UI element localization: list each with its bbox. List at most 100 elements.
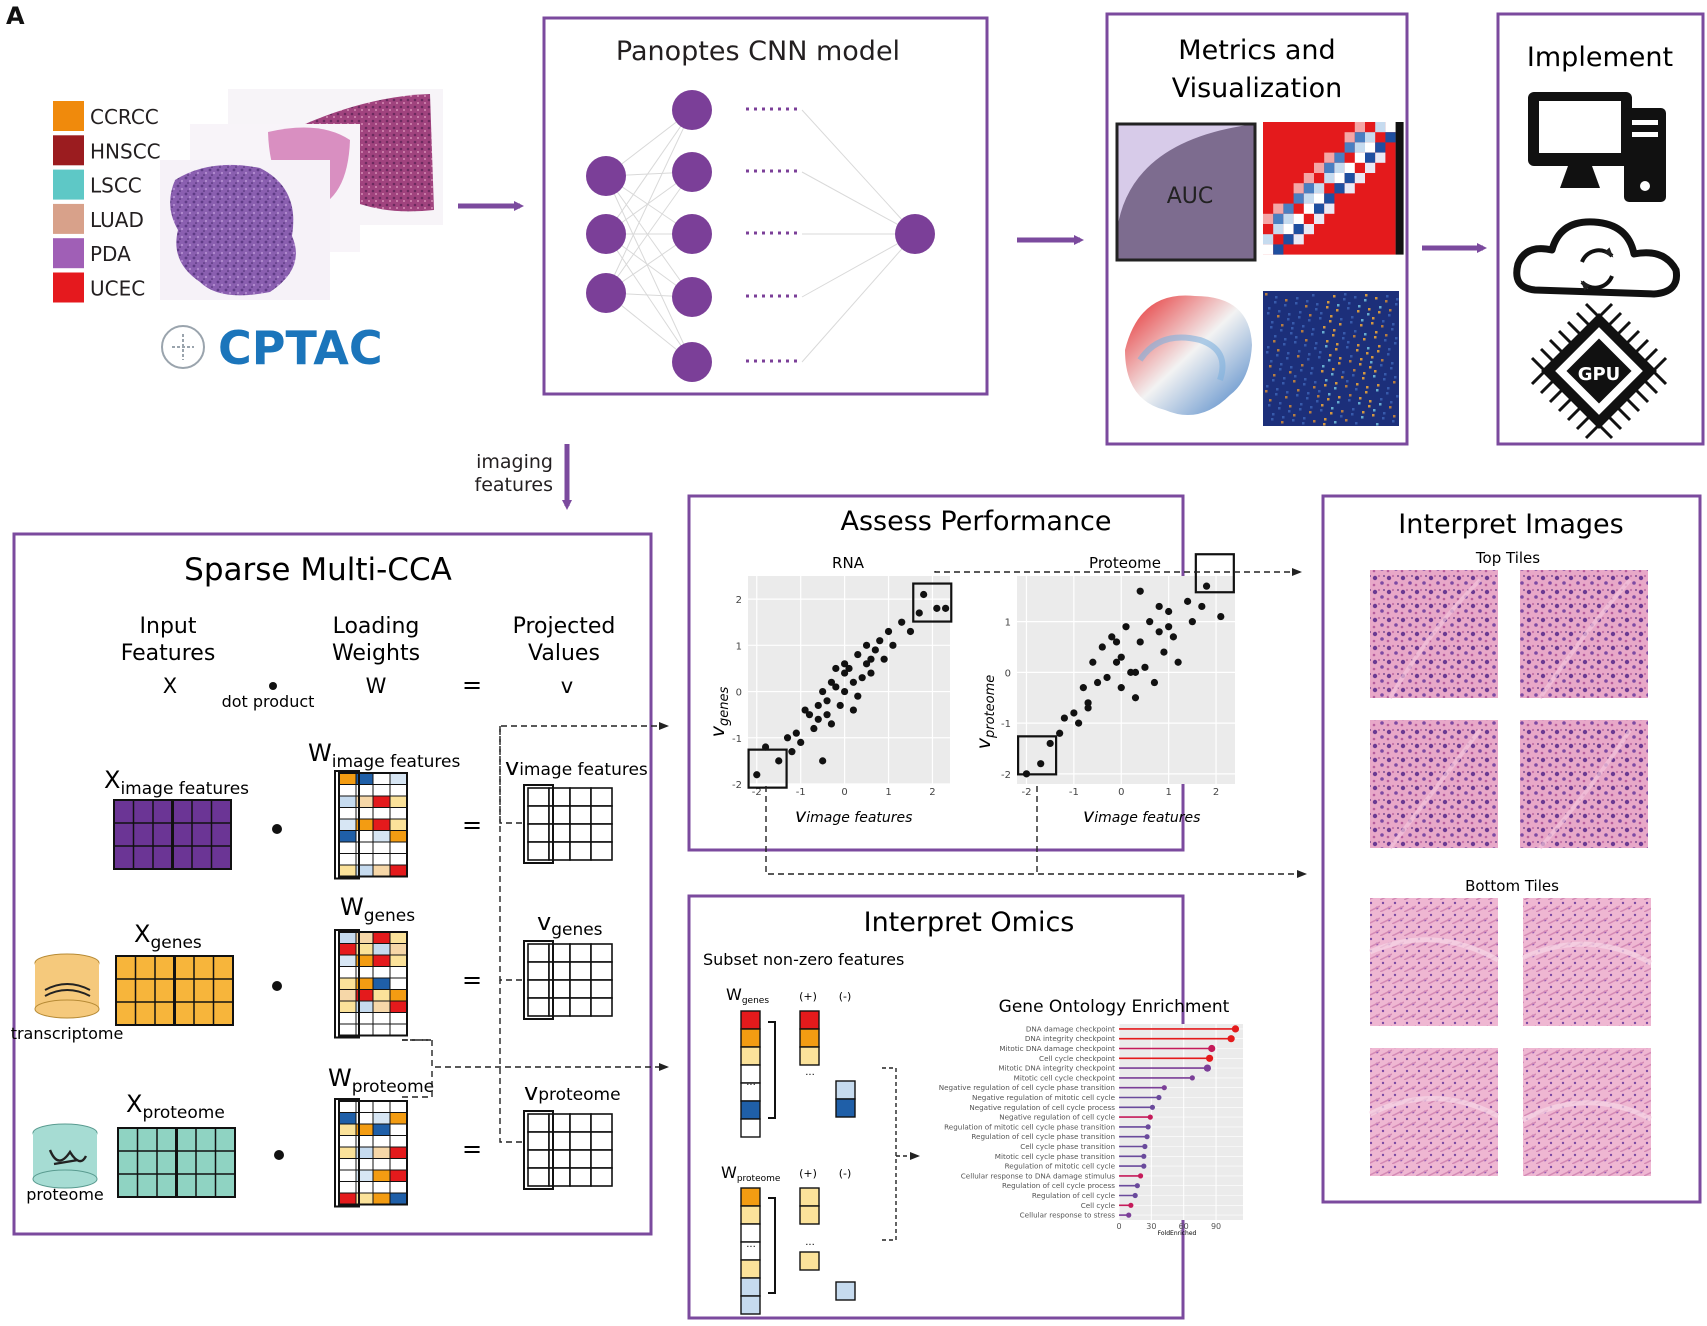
gpu-pin <box>1530 370 1546 386</box>
w-genes-cell <box>740 1010 761 1030</box>
attention-speck <box>1283 343 1286 346</box>
attention-speck <box>1271 418 1274 421</box>
w-proteome-matrix-cell <box>372 1192 391 1205</box>
heatmap-cell <box>1293 193 1304 204</box>
w-image-matrix-cell <box>338 784 357 797</box>
w-image-matrix-highlight <box>334 770 360 880</box>
attention-speck <box>1385 334 1388 337</box>
attention-speck <box>1295 336 1298 339</box>
data-point <box>1131 694 1140 702</box>
data-point <box>1217 612 1225 621</box>
w-genes-matrix-cell <box>389 977 408 990</box>
tile-stroma <box>1521 1100 1653 1123</box>
data-point <box>1155 628 1163 636</box>
go-category-label: Regulation of mitotic cell cycle phase t… <box>944 1122 1115 1131</box>
go-category-label: Negative regulation of cell cycle <box>999 1113 1115 1122</box>
data-point <box>889 641 897 649</box>
w-genes-omics-label: Wgenes <box>726 985 769 1006</box>
heatmap-cell <box>1314 193 1325 204</box>
w-image-matrix-cell <box>389 807 408 820</box>
heatmap-cell <box>1334 152 1345 163</box>
tile-stroma <box>1368 1096 1500 1119</box>
w-proteome-matrix-highlight <box>334 1098 360 1208</box>
attention-speck <box>1337 304 1340 307</box>
v-proteome-label: vproteome <box>524 1078 621 1106</box>
attention-speck <box>1391 362 1394 365</box>
w-image-matrix-cell <box>372 841 391 854</box>
attention-speck <box>1342 337 1345 340</box>
heatmap-cell <box>1354 173 1365 184</box>
attention-speck <box>1371 356 1374 359</box>
attention-speck <box>1386 392 1389 395</box>
attention-speck <box>1293 414 1296 417</box>
attention-speck <box>1381 325 1384 328</box>
attention-speck <box>1377 350 1380 353</box>
v-genes-matrix-cell <box>569 961 592 981</box>
attention-speck <box>1292 322 1295 325</box>
v-proteome-matrix-cell <box>527 1113 550 1133</box>
go-category-label: Cell cycle <box>1081 1201 1116 1210</box>
w-genes-matrix-cell <box>389 943 408 956</box>
rna-plot-title: RNA <box>832 554 865 572</box>
v-proteome-matrix-cell <box>590 1113 613 1133</box>
y-tick-label: -1 <box>1001 719 1011 730</box>
attention-speck <box>1301 364 1304 367</box>
gpu-pin <box>1625 397 1641 413</box>
attention-speck <box>1354 330 1357 333</box>
attention-speck <box>1299 408 1302 411</box>
legend-swatch <box>53 101 84 131</box>
attention-speck <box>1331 407 1334 410</box>
svg-text:Xgenes: Xgenes <box>134 920 202 953</box>
attention-speck <box>1319 317 1322 320</box>
go-tick-label: 90 <box>1211 1222 1221 1231</box>
v-proteome-matrix-cell <box>527 1131 550 1151</box>
heatmap-cell <box>1303 173 1314 184</box>
heatmap-cell <box>1365 162 1376 173</box>
w-image-matrix-cell <box>389 818 408 831</box>
attention-speck <box>1271 321 1274 324</box>
go-category-label: Cellular response to stress <box>1020 1211 1116 1220</box>
dot-product-dot <box>272 981 282 991</box>
data-point <box>792 729 800 737</box>
ellipsis: ... <box>805 1237 815 1248</box>
data-point <box>1155 602 1163 611</box>
attention-speck <box>1322 365 1325 368</box>
attention-speck <box>1276 354 1279 357</box>
svg-text:Wgenes: Wgenes <box>726 985 769 1006</box>
v-image-matrix-cell <box>527 841 550 861</box>
attention-speck <box>1375 331 1378 334</box>
x-tick-label: 2 <box>929 787 935 798</box>
attention-speck <box>1394 376 1397 379</box>
attention-speck <box>1353 369 1356 372</box>
legend-label: PDA <box>90 242 131 266</box>
svg-text:vproteome: vproteome <box>973 675 998 750</box>
dot-product-label: dot product <box>222 692 315 711</box>
v-proteome-matrix-cell <box>569 1167 592 1187</box>
attention-speck <box>1311 367 1314 370</box>
attention-speck <box>1322 331 1325 334</box>
heatmap-cell <box>1273 224 1284 235</box>
histology-tile <box>1520 720 1648 848</box>
cnn-edge <box>801 233 916 363</box>
attention-map <box>1263 291 1399 426</box>
equals-symbol: = <box>462 1135 482 1163</box>
attention-speck <box>1277 315 1280 318</box>
ellipsis: ... <box>746 1239 756 1250</box>
panel-letter: A <box>6 2 25 30</box>
input-features-line1: Input <box>140 614 197 639</box>
panoptes-title: Panoptes CNN model <box>616 36 900 67</box>
attention-speck <box>1325 379 1328 382</box>
data-point <box>753 771 761 779</box>
attention-speck <box>1353 335 1356 338</box>
y-tick-label: -1 <box>732 734 742 745</box>
gpu-pin <box>1643 347 1659 363</box>
data-point <box>832 664 840 673</box>
gpu-pin <box>1575 415 1591 431</box>
v-image-matrix-cell <box>527 805 550 825</box>
loading-weights-line2: Weights <box>332 641 420 666</box>
histology-tile <box>1370 898 1498 1026</box>
data-point <box>898 618 906 626</box>
attention-speck <box>1285 396 1288 399</box>
cnn-edge <box>605 109 693 294</box>
attention-speck <box>1274 301 1277 304</box>
